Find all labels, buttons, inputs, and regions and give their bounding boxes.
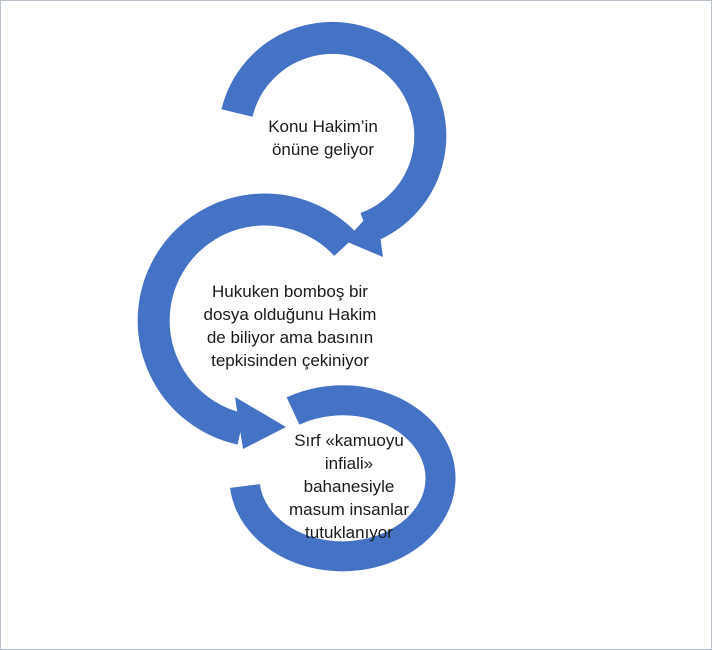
step-1-line-1: Konu Hakim’in	[268, 117, 378, 136]
step-2-line-3: de biliyor ama basının	[206, 328, 374, 347]
step-3-text: Sırf «kamuoyu infiali» bahanesiyle masum…	[279, 429, 419, 544]
step-2-line-4: tepkisinden çekiniyor	[211, 351, 369, 370]
arrowhead-2	[235, 397, 286, 449]
circular-arrow-1	[221, 22, 447, 244]
step-1-line-2: önüne geliyor	[271, 140, 375, 159]
step-1-text: Konu Hakim’in önüne geliyor	[263, 115, 383, 161]
step-3-line-2: infiali»	[324, 454, 374, 473]
circular-arrow-3	[230, 385, 456, 572]
step-3-line-3: bahanesiyle	[303, 477, 395, 496]
step-3-line-5: tutuklanıyor	[305, 523, 393, 542]
circular-arrow-2	[137, 193, 358, 445]
step-2-line-1: Hukuken bomboş bir	[212, 282, 368, 301]
step-2-line-2: dosya olduğunu Hakim	[203, 305, 377, 324]
step-2-text: Hukuken bomboş bir dosya olduğunu Hakim …	[175, 280, 405, 372]
arrowhead-1	[345, 207, 383, 257]
step-3-line-4: masum insanlar	[289, 500, 409, 519]
step-3-line-1: Sırf «kamuoyu	[294, 431, 404, 450]
